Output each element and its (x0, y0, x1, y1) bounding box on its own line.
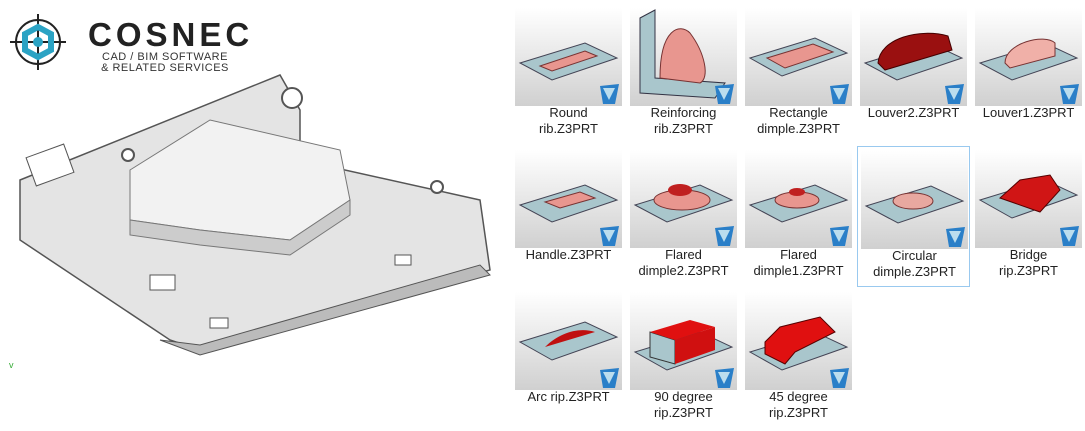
file-name-line1: Reinforcing (650, 105, 717, 120)
tagline-line1: CAD / BIM SOFTWARE (102, 51, 228, 63)
axis-indicator: v (9, 360, 14, 370)
file-thumbnail (630, 150, 737, 248)
zw3d-file-icon (600, 226, 619, 246)
file-thumbnail (861, 151, 968, 249)
file-item[interactable]: Louver2.Z3PRT (857, 4, 970, 145)
zw3d-file-icon (600, 84, 619, 104)
file-name-line2: rib.Z3PRT (654, 121, 713, 136)
file-thumbnail (975, 150, 1082, 248)
file-name-line1: Flared (665, 247, 702, 262)
file-name-line1: Flared (780, 247, 817, 262)
file-name: Louver2.Z3PRT (857, 105, 970, 121)
file-name: Handle.Z3PRT (512, 247, 625, 263)
zw3d-file-icon (715, 84, 734, 104)
file-name: Arc rip.Z3PRT (512, 389, 625, 405)
brand-name: COSNEC (88, 16, 254, 53)
zw3d-file-icon (945, 84, 964, 104)
tagline-line2: & RELATED SERVICES (101, 62, 229, 74)
file-thumbnail (630, 292, 737, 390)
file-name-line2: dimple.Z3PRT (873, 264, 956, 279)
zw3d-file-icon (715, 368, 734, 388)
file-name-line1: 45 degree (769, 389, 828, 404)
tagline: CAD / BIM SOFTWARE & RELATED SERVICES (100, 52, 230, 74)
file-name-line1: Bridge (1009, 247, 1048, 262)
zw3d-file-icon (830, 368, 849, 388)
file-thumbnail (745, 292, 852, 390)
crosshair-logo-icon (10, 14, 66, 70)
file-thumbnail (860, 8, 967, 106)
file-item[interactable]: Handle.Z3PRT (512, 146, 625, 287)
zw3d-file-icon (946, 227, 965, 247)
zw3d-file-icon (715, 226, 734, 246)
sheet-metal-part-model[interactable] (0, 70, 500, 430)
file-thumbnail (975, 8, 1082, 106)
file-name-line2: rip.Z3PRT (999, 263, 1058, 278)
zw3d-file-icon (830, 84, 849, 104)
file-name-line1: Rectangle (769, 105, 828, 120)
file-item[interactable]: Arc rip.Z3PRT (512, 288, 625, 429)
file-name-line1: Round (549, 105, 588, 120)
file-name-line2: Handle.Z3PRT (525, 247, 612, 262)
file-name-line2: dimple2.Z3PRT (638, 263, 729, 278)
file-name-line1: 90 degree (654, 389, 713, 404)
file-thumbnail (630, 8, 737, 106)
file-name-line2: Louver1.Z3PRT (982, 105, 1075, 120)
cosnec-logo: COSNEC CAD / BIM SOFTWARE & RELATED SERV… (8, 12, 258, 74)
file-name: Louver1.Z3PRT (972, 105, 1085, 121)
file-name-line2: dimple.Z3PRT (757, 121, 840, 136)
file-item[interactable]: Louver1.Z3PRT (972, 4, 1085, 145)
file-name-line2: dimple1.Z3PRT (753, 263, 844, 278)
file-name-line2: rip.Z3PRT (654, 405, 713, 420)
file-thumbnail (745, 8, 852, 106)
file-thumbnail (515, 292, 622, 390)
file-name-line2: Arc rip.Z3PRT (527, 389, 610, 404)
file-name-line2: rip.Z3PRT (769, 405, 828, 420)
zw3d-file-icon (1060, 84, 1079, 104)
zw3d-file-icon (1060, 226, 1079, 246)
file-name-line1: Circular (892, 248, 937, 263)
file-thumbnail (515, 8, 622, 106)
zw3d-file-icon (600, 368, 619, 388)
file-thumbnail (515, 150, 622, 248)
file-name-line2: rib.Z3PRT (539, 121, 598, 136)
file-thumbnail (745, 150, 852, 248)
zw3d-file-icon (830, 226, 849, 246)
file-name-line2: Louver2.Z3PRT (867, 105, 960, 120)
